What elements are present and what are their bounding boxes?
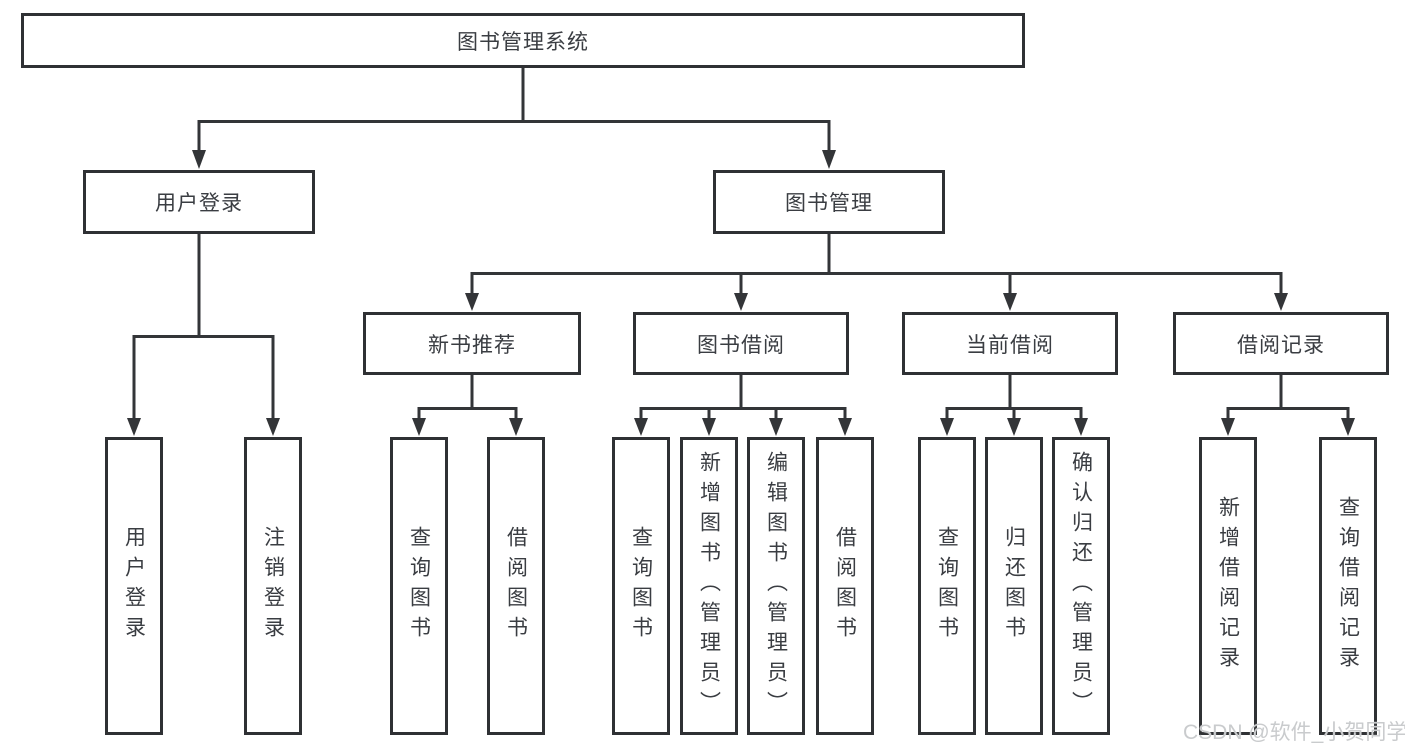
node-borrow-records: 借阅记录 [1173, 312, 1389, 375]
leaf-borrow-books-recommend: 借阅图书 [487, 437, 545, 735]
leaf-return-books-label: 归还图书 [1002, 526, 1026, 646]
node-root-system: 图书管理系统 [21, 13, 1025, 68]
arrowheads [127, 150, 1355, 436]
leaf-add-books-admin: 新增图书（管理员） [680, 437, 738, 735]
leaf-confirm-return-admin-label: 确认归还（管理员） [1069, 451, 1093, 721]
leaf-add-borrow-record-label: 新增借阅记录 [1216, 496, 1240, 676]
leaf-user-login: 用户登录 [105, 437, 163, 735]
node-current-borrow-label: 当前借阅 [966, 333, 1054, 357]
leaf-user-login-label: 用户登录 [122, 526, 146, 646]
leaf-return-books: 归还图书 [985, 437, 1043, 735]
leaf-query-books-borrow-label: 查询图书 [629, 526, 653, 646]
node-root-label: 图书管理系统 [457, 30, 589, 54]
leaf-edit-books-admin: 编辑图书（管理员） [747, 437, 805, 735]
leaf-confirm-return-admin: 确认归还（管理员） [1052, 437, 1110, 735]
node-book-borrow: 图书借阅 [633, 312, 849, 375]
leaf-query-borrow-record: 查询借阅记录 [1319, 437, 1377, 735]
node-user-login: 用户登录 [83, 170, 315, 234]
leaf-add-books-admin-label: 新增图书（管理员） [697, 451, 721, 721]
node-book-management: 图书管理 [713, 170, 945, 234]
node-user-login-label: 用户登录 [155, 192, 243, 215]
leaf-borrow-books-recommend-label: 借阅图书 [504, 526, 528, 646]
leaf-query-books-recommend-label: 查询图书 [407, 526, 431, 646]
leaf-add-borrow-record: 新增借阅记录 [1199, 437, 1257, 735]
node-current-borrow: 当前借阅 [902, 312, 1118, 375]
leaf-query-books-borrow: 查询图书 [612, 437, 670, 735]
leaf-borrow-books: 借阅图书 [816, 437, 874, 735]
leaf-query-books-current-label: 查询图书 [935, 526, 959, 646]
leaf-edit-books-admin-label: 编辑图书（管理员） [764, 451, 788, 721]
leaf-logout-label: 注销登录 [261, 526, 285, 646]
node-book-borrow-label: 图书借阅 [697, 333, 785, 357]
node-new-book-recommend: 新书推荐 [363, 312, 581, 375]
leaf-query-borrow-record-label: 查询借阅记录 [1336, 496, 1360, 676]
leaf-borrow-books-label: 借阅图书 [833, 526, 857, 646]
node-borrow-records-label: 借阅记录 [1237, 333, 1325, 357]
leaf-logout: 注销登录 [244, 437, 302, 735]
node-new-book-recommend-label: 新书推荐 [428, 333, 516, 357]
node-book-management-label: 图书管理 [785, 192, 873, 215]
leaf-query-books-recommend: 查询图书 [390, 437, 448, 735]
leaf-query-books-current: 查询图书 [918, 437, 976, 735]
csdn-watermark: CSDN @软件_小贺同学 [1183, 721, 1405, 744]
